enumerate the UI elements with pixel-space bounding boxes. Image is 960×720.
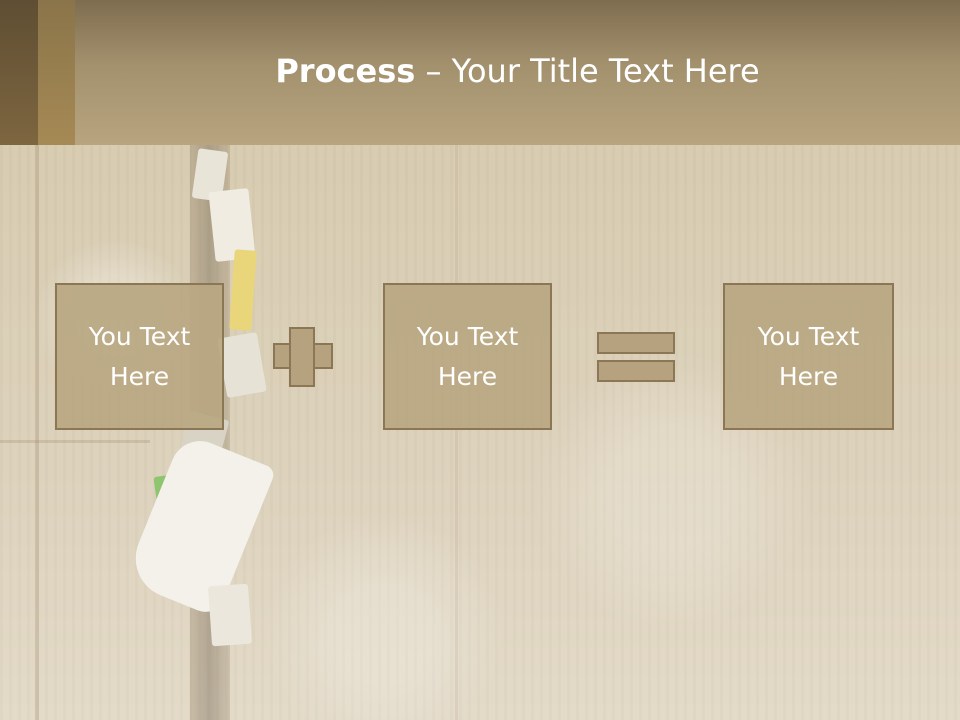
stone-wall-background <box>0 145 960 720</box>
stone-seam <box>0 440 150 443</box>
plus-center <box>291 345 313 367</box>
paper-note <box>229 249 257 331</box>
equals-top-bar <box>597 332 675 354</box>
paper-note <box>207 583 253 647</box>
process-box-2[interactable]: You Text Here <box>383 283 552 430</box>
stone-seam <box>455 145 458 720</box>
title-rest: – Your Title Text Here <box>415 52 760 90</box>
stone-seam <box>35 145 39 720</box>
equals-bottom-bar <box>597 360 675 382</box>
header-accent-mid <box>38 0 75 145</box>
process-box-2-text: You Text Here <box>416 321 519 391</box>
title-band: Process – Your Title Text Here <box>0 0 960 145</box>
wall-crevice-with-notes <box>123 145 277 720</box>
process-box-3[interactable]: You Text Here <box>723 283 894 430</box>
header-accent-dark <box>0 0 38 145</box>
process-box-1[interactable]: You Text Here <box>55 283 224 430</box>
slide-title[interactable]: Process – Your Title Text Here <box>75 52 960 90</box>
process-box-1-text: You Text Here <box>88 321 191 391</box>
process-box-3-text: You Text Here <box>757 321 860 391</box>
title-bold: Process <box>275 52 416 90</box>
